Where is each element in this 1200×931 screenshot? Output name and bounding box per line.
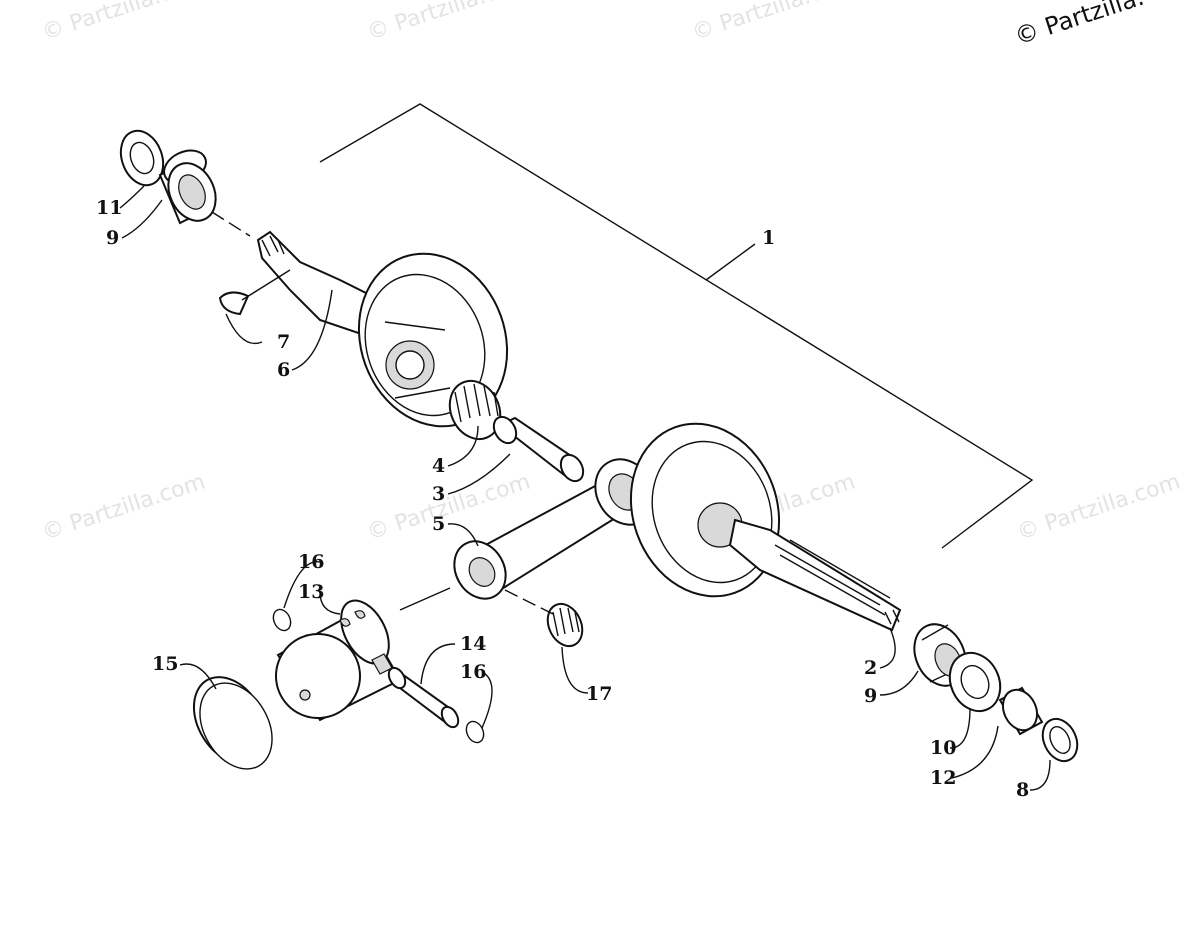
watermark: © Partzilla.com xyxy=(364,0,533,46)
piston-rings xyxy=(192,676,273,770)
needle-bearing-upper xyxy=(448,379,502,441)
callout-9-left: 9 xyxy=(106,227,119,249)
callout-16-lower: 16 xyxy=(460,661,486,683)
watermark: © Partzilla.com xyxy=(1014,469,1183,545)
piston xyxy=(275,599,402,722)
callout-10: 10 xyxy=(930,737,956,759)
callout-1: 1 xyxy=(762,227,775,249)
left-oil-seal xyxy=(119,129,165,187)
piston-pin-clip-upper xyxy=(272,608,292,632)
callout-11: 11 xyxy=(96,197,122,219)
callout-4: 4 xyxy=(432,455,445,477)
center-line xyxy=(504,589,556,616)
callout-9-right: 9 xyxy=(864,685,877,707)
center-line xyxy=(399,587,451,611)
center-line xyxy=(211,211,251,237)
callout-3: 3 xyxy=(432,483,445,505)
collar xyxy=(998,686,1044,736)
woodruff-key xyxy=(218,269,291,316)
needle-bearing-lower xyxy=(546,602,584,648)
watermark: © Partzilla.com xyxy=(689,0,858,46)
piston-pin xyxy=(387,666,460,729)
right-crankshaft-half xyxy=(629,422,902,632)
callout-labels: 1 2 3 4 5 6 7 8 9 9 10 11 12 13 14 15 16… xyxy=(96,197,1029,801)
callout-7: 7 xyxy=(277,331,290,353)
right-oil-seal xyxy=(948,651,1002,713)
watermark-corner: © Partzilla. xyxy=(1011,0,1147,51)
callout-13: 13 xyxy=(298,581,324,603)
callout-14: 14 xyxy=(460,633,486,655)
watermark: © Partzilla.com xyxy=(39,469,208,545)
callout-8: 8 xyxy=(1016,779,1029,801)
snap-ring xyxy=(1041,717,1079,763)
left-ball-bearing xyxy=(158,149,217,225)
callout-15: 15 xyxy=(152,653,178,675)
connecting-rod xyxy=(453,458,656,600)
callout-17: 17 xyxy=(586,683,612,705)
piston-pin-clip-lower xyxy=(465,720,485,744)
callout-2: 2 xyxy=(864,657,877,679)
callout-5: 5 xyxy=(432,513,445,535)
watermark: © Partzilla.com xyxy=(39,0,208,46)
callout-16-upper: 16 xyxy=(298,551,324,573)
crank-pin xyxy=(492,415,585,483)
leader-lines xyxy=(119,185,1051,791)
callout-6: 6 xyxy=(277,359,290,381)
assembly-bracket xyxy=(319,103,1034,549)
callout-12: 12 xyxy=(930,767,956,789)
